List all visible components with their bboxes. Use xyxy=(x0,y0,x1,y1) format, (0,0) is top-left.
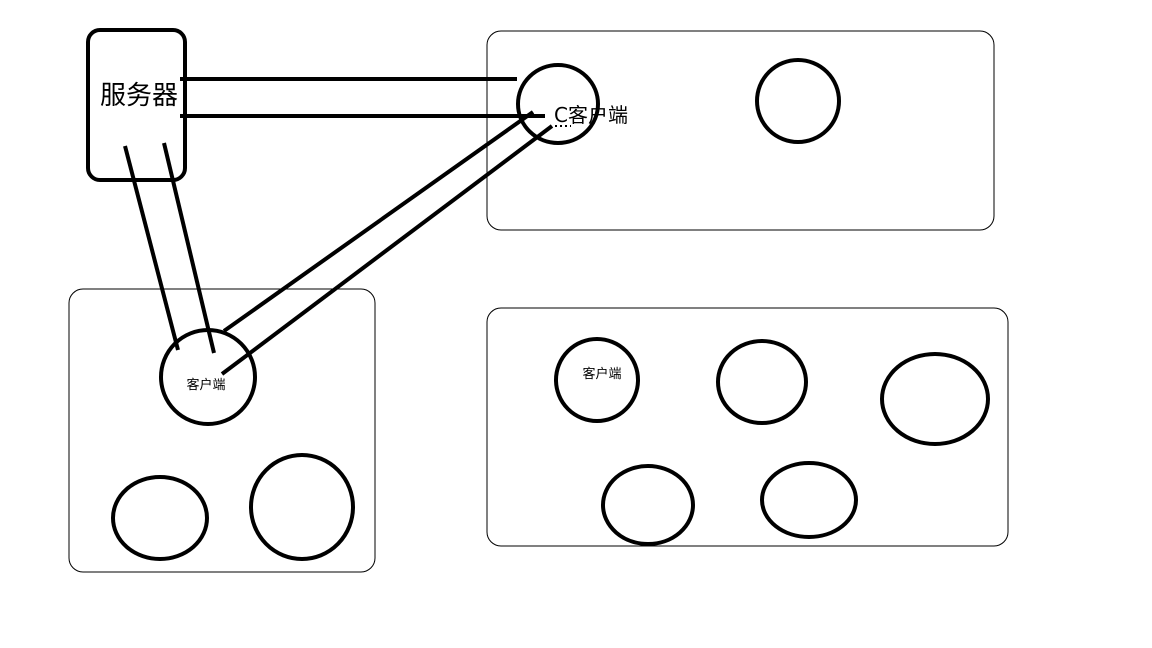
client-node xyxy=(880,352,990,446)
group-bottom-left xyxy=(68,288,376,573)
client-node xyxy=(249,453,355,561)
group-bottom-right xyxy=(486,307,1009,547)
connection-line xyxy=(220,124,554,376)
client-label: C客户端 xyxy=(554,103,628,127)
client-node xyxy=(760,461,858,539)
client-label: 客户端 xyxy=(582,366,621,382)
server-label: 服务器 xyxy=(100,81,178,111)
connection-line xyxy=(222,110,535,333)
client-node-main xyxy=(516,63,600,145)
client-node xyxy=(716,339,808,425)
client-node xyxy=(111,475,209,561)
client-node xyxy=(554,337,640,423)
client-node-main xyxy=(159,328,257,426)
client-label: 客户端 xyxy=(186,377,225,393)
client-node xyxy=(755,58,841,144)
connection-line xyxy=(162,142,216,354)
client-node xyxy=(601,464,695,546)
group-top-right xyxy=(486,30,995,231)
server-node xyxy=(86,28,187,182)
connection-line xyxy=(123,145,180,351)
